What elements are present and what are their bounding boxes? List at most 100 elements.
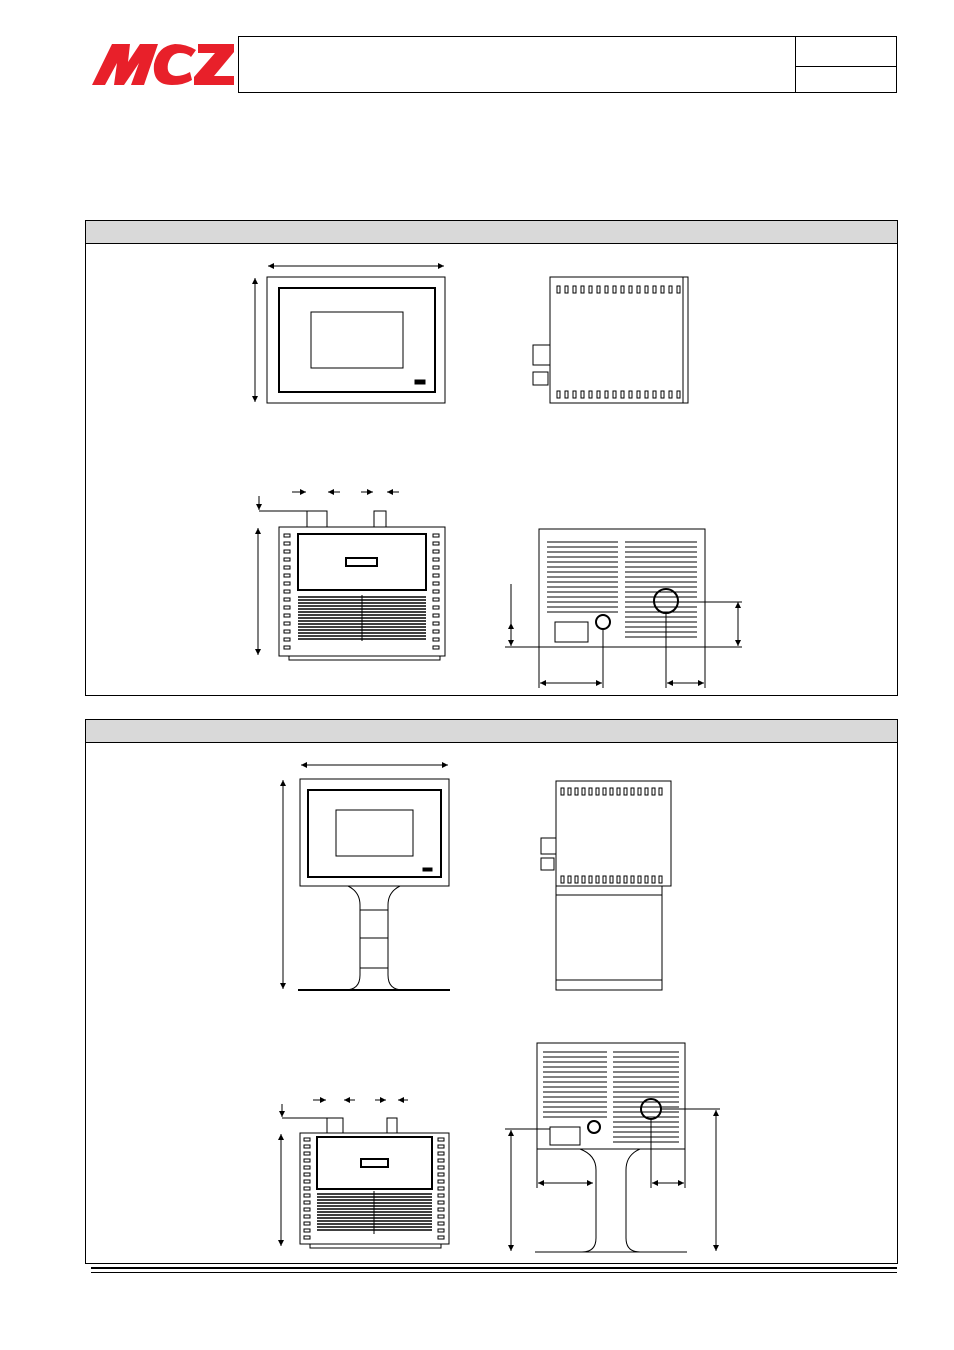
- vent-mark: [432, 589, 440, 594]
- vent-mark: [283, 605, 291, 610]
- vent-mark: [637, 787, 642, 796]
- vent-mark: [283, 629, 291, 634]
- vent-mark: [432, 645, 440, 650]
- vent-mark: [596, 390, 601, 399]
- vent-mark: [581, 875, 586, 884]
- vent-mark: [283, 533, 291, 538]
- vent-mark: [556, 390, 561, 399]
- vent-mark: [437, 1179, 445, 1184]
- vent-mark: [303, 1221, 311, 1226]
- vent-mark: [437, 1207, 445, 1212]
- insert-front-view: [252, 263, 446, 404]
- vent-mark: [303, 1165, 311, 1170]
- vent-mark: [644, 285, 649, 294]
- vent-mark: [560, 787, 565, 796]
- vent-mark: [616, 787, 621, 796]
- header-title-box: [238, 36, 897, 93]
- vent-mark: [556, 285, 561, 294]
- vent-mark: [432, 629, 440, 634]
- vent-mark: [668, 390, 673, 399]
- vent-mark: [595, 787, 600, 796]
- vent-mark: [437, 1137, 445, 1142]
- vent-mark: [588, 787, 593, 796]
- vent-mark: [637, 875, 642, 884]
- vent-mark: [651, 787, 656, 796]
- vent-mark: [652, 390, 657, 399]
- vent-mark: [283, 581, 291, 586]
- vent-mark: [437, 1214, 445, 1219]
- vent-mark: [303, 1186, 311, 1191]
- vent-mark: [432, 597, 440, 602]
- vent-mark: [437, 1151, 445, 1156]
- vent-mark: [644, 875, 649, 884]
- vent-mark: [567, 875, 572, 884]
- vent-mark: [564, 390, 569, 399]
- vent-mark: [609, 875, 614, 884]
- vent-mark: [283, 613, 291, 618]
- header-divider: [795, 36, 796, 92]
- vent-mark: [437, 1235, 445, 1240]
- vent-mark: [437, 1165, 445, 1170]
- vent-mark: [283, 557, 291, 562]
- vent-mark: [623, 787, 628, 796]
- vent-mark: [303, 1235, 311, 1240]
- vent-mark: [612, 285, 617, 294]
- vent-mark: [604, 390, 609, 399]
- vent-mark: [644, 390, 649, 399]
- pedestal-back-view: [505, 1042, 720, 1253]
- vent-mark: [432, 637, 440, 642]
- vent-mark: [432, 573, 440, 578]
- vent-mark: [437, 1158, 445, 1163]
- section-header-bar: [86, 720, 897, 743]
- vent-mark: [651, 875, 656, 884]
- vent-mark: [303, 1179, 311, 1184]
- vent-mark: [437, 1172, 445, 1177]
- header-divider: [795, 66, 897, 67]
- vent-mark: [602, 875, 607, 884]
- vent-mark: [560, 875, 565, 884]
- vent-mark: [636, 285, 641, 294]
- vent-mark: [432, 605, 440, 610]
- vent-mark: [676, 390, 681, 399]
- vent-mark: [602, 787, 607, 796]
- vent-mark: [652, 285, 657, 294]
- section-header-bar: [86, 221, 897, 244]
- vent-mark: [303, 1207, 311, 1212]
- insert-top-view: [255, 489, 446, 661]
- vent-mark: [437, 1193, 445, 1198]
- vent-mark: [609, 787, 614, 796]
- vent-mark: [595, 875, 600, 884]
- vent-mark: [303, 1200, 311, 1205]
- vent-mark: [660, 390, 665, 399]
- vent-mark: [623, 875, 628, 884]
- vent-mark: [628, 285, 633, 294]
- vent-mark: [432, 581, 440, 586]
- vent-mark: [616, 875, 621, 884]
- vent-mark: [588, 390, 593, 399]
- vent-mark: [432, 541, 440, 546]
- pedestal-front-view: [280, 762, 450, 991]
- vent-mark: [588, 875, 593, 884]
- vent-mark: [668, 285, 673, 294]
- vent-mark: [658, 875, 663, 884]
- footer-rule: [91, 1267, 897, 1269]
- vent-mark: [303, 1193, 311, 1198]
- vent-mark: [303, 1144, 311, 1149]
- pedestal-top-view: [278, 1097, 450, 1249]
- vent-mark: [303, 1214, 311, 1219]
- vent-mark: [303, 1151, 311, 1156]
- vent-mark: [596, 285, 601, 294]
- vent-mark: [604, 285, 609, 294]
- vent-mark: [574, 875, 579, 884]
- vent-mark: [303, 1158, 311, 1163]
- vent-mark: [572, 285, 577, 294]
- vent-mark: [567, 787, 572, 796]
- vent-mark: [303, 1172, 311, 1177]
- vent-mark: [437, 1144, 445, 1149]
- vent-mark: [437, 1221, 445, 1226]
- vent-mark: [644, 787, 649, 796]
- vent-mark: [432, 621, 440, 626]
- vent-mark: [564, 285, 569, 294]
- pedestal-side-view: [540, 780, 672, 991]
- vent-mark: [580, 390, 585, 399]
